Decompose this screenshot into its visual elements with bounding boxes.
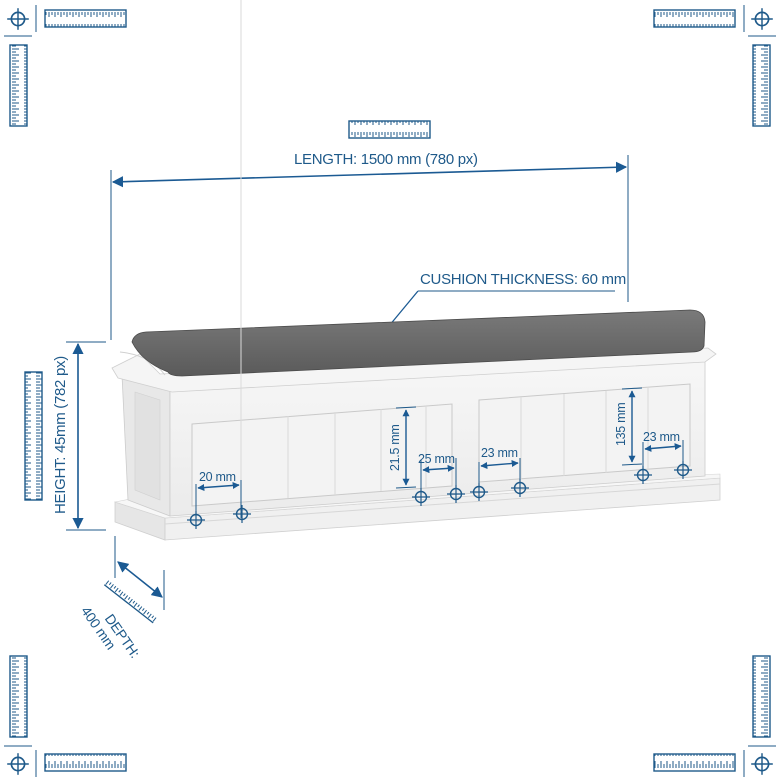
left-gap-label: 20 mm	[199, 470, 236, 484]
ruler-icon	[9, 655, 28, 738]
height-dimension	[24, 341, 106, 531]
ruler-icon	[44, 9, 127, 28]
cushion-thickness-label: CUSHION THICKNESS: 60 mm	[420, 271, 626, 288]
ruler-icon	[348, 120, 431, 139]
center-gap-left-label: 25 mm	[418, 452, 455, 466]
crosshair-icon	[750, 7, 774, 31]
corner-bottom-left	[4, 655, 127, 777]
ruler-icon	[44, 753, 127, 772]
corner-top-left	[4, 5, 127, 127]
center-gap-right-label: 23 mm	[481, 446, 518, 460]
corner-top-right	[653, 5, 776, 127]
length-label: LENGTH: 1500 mm (780 px)	[294, 151, 478, 168]
panel-height-left-label: 21.5 mm	[388, 424, 402, 471]
ruler-icon	[752, 655, 771, 738]
depth-dimension	[103, 536, 165, 624]
right-gap-label: 23 mm	[643, 430, 680, 444]
ruler-icon	[653, 753, 736, 772]
corner-bottom-right	[653, 655, 776, 777]
crosshair-icon	[750, 752, 774, 776]
ruler-icon	[752, 44, 771, 127]
storage-bench	[111, 0, 721, 541]
ruler-icon	[653, 9, 736, 28]
inner-annotations	[186, 387, 693, 530]
panel-height-right-label: 135 mm	[614, 402, 628, 446]
length-dimension	[110, 155, 629, 340]
crosshair-icon	[6, 7, 30, 31]
ruler-icon	[24, 371, 43, 501]
ruler-icon	[9, 44, 28, 127]
height-label: HEIGHT: 45mm (782 px)	[52, 356, 69, 514]
crosshair-icon	[6, 752, 30, 776]
